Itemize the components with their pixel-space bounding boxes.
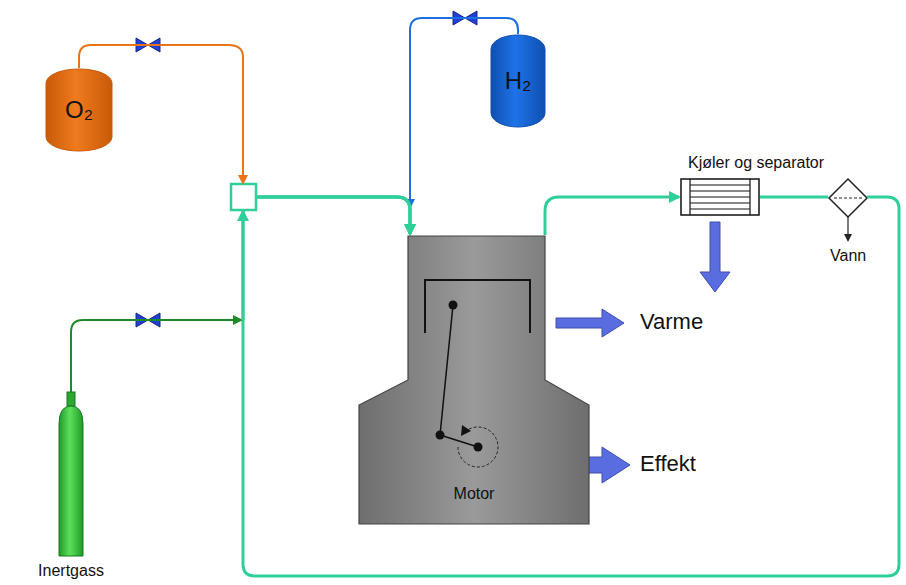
oxygen-tank: O₂ [45, 68, 113, 152]
node-label: Inertgass [38, 562, 104, 580]
pipe-connector [79, 45, 410, 234]
pipe-connector [243, 197, 899, 576]
mixer-box [231, 184, 256, 210]
power-label: Effekt [640, 451, 696, 477]
heat-arrow [556, 309, 624, 337]
pipe-connector [71, 197, 410, 392]
hydrogen-tank: H₂ [490, 34, 546, 128]
node-label: O₂ [65, 96, 93, 124]
engine-housing-outline [358, 235, 590, 525]
inert-gas-bottle-outline [41, 388, 101, 582]
cooler-separator: Kjøler og separator [680, 146, 760, 216]
water-label: Vann [830, 247, 866, 265]
cooler-box [680, 178, 760, 216]
heat-arrow [700, 222, 730, 292]
inert-gas-bottle: Inertgass [41, 388, 101, 582]
pipe-connector [545, 197, 679, 235]
separator-symbol [829, 179, 867, 242]
heat-label: Varme [640, 309, 703, 335]
node-label: H₂ [505, 67, 532, 95]
node-label: Motor [454, 485, 495, 503]
node-label: Kjøler og separator [688, 154, 824, 172]
engine-housing: Motor [358, 235, 590, 525]
